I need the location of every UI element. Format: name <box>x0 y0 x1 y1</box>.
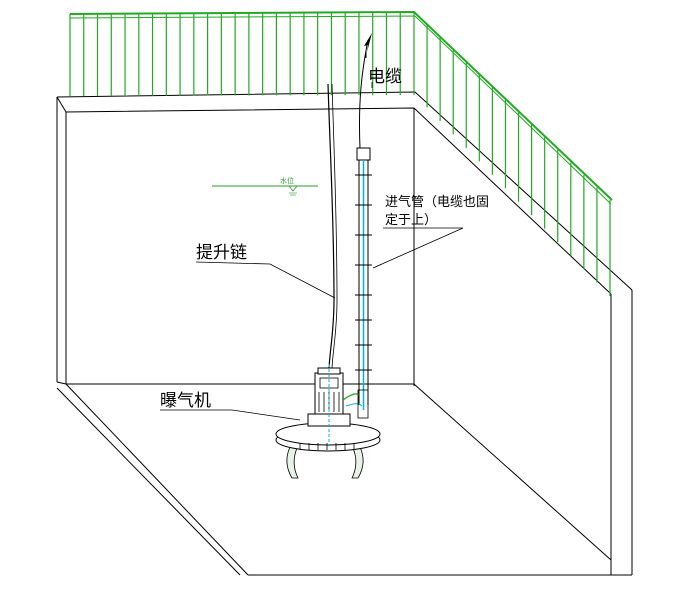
railing-top-bar <box>69 10 613 201</box>
aerator-leg-right <box>351 446 364 479</box>
intake-pipe-label-line1: 进气管（电缆也固 <box>385 194 489 210</box>
cable-label: 电缆 <box>368 67 402 87</box>
water-level-marker: 水位 <box>212 176 318 196</box>
railing-top-bar-inner <box>69 15 612 205</box>
air-intake-pipe <box>355 147 372 410</box>
power-cable <box>358 33 372 149</box>
lift-chain <box>327 83 338 369</box>
water-level-icon <box>288 185 298 192</box>
intake-pipe-label-line2: 定于上） <box>385 213 437 228</box>
cable-arrow-icon <box>364 33 372 52</box>
guard-railing <box>69 10 613 296</box>
aerator-label: 曝气机 <box>160 391 211 411</box>
aerator-leg-left <box>286 446 299 479</box>
tank-structure <box>56 91 633 576</box>
leader-lines <box>160 82 464 421</box>
aerator-machine <box>275 364 381 479</box>
water-level-label: 水位 <box>280 176 294 185</box>
lift-chain-label: 提升链 <box>196 243 247 263</box>
